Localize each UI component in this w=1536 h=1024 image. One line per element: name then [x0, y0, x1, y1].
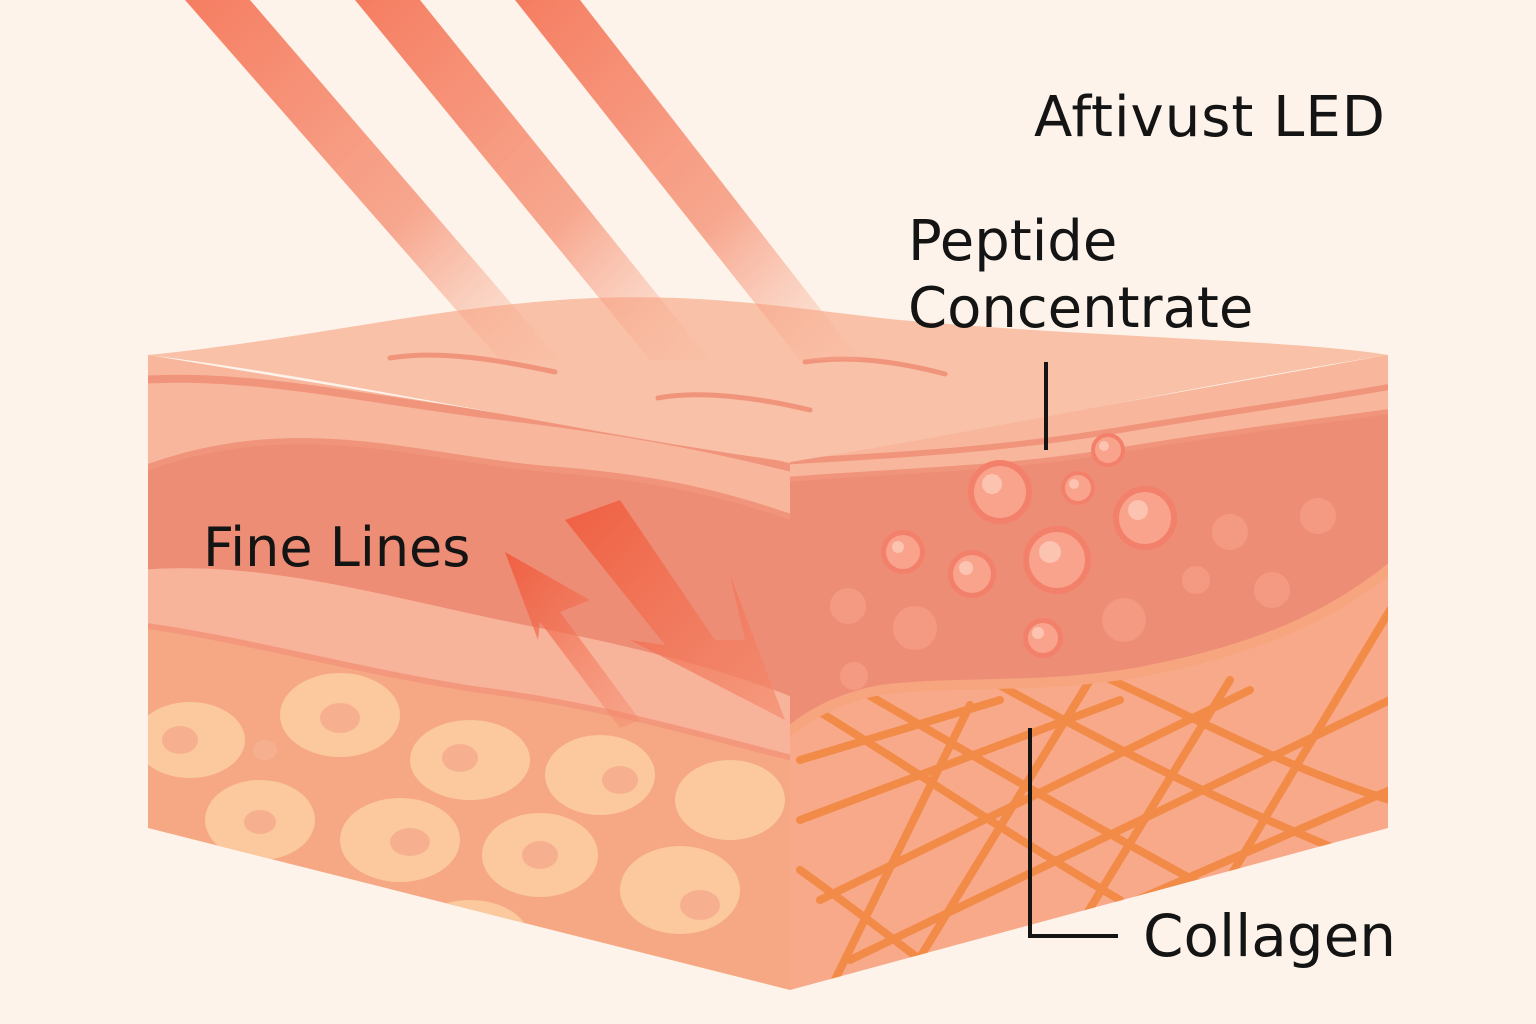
fine-lines-arrows — [505, 500, 785, 728]
led-light-beams — [185, 0, 860, 360]
collagen-leader-line — [1028, 728, 1118, 938]
product-title: Aftivust LED — [1034, 85, 1386, 150]
skin-wrinkles — [387, 352, 948, 413]
peptide-label-line1: Peptide — [908, 209, 1118, 274]
collagen-label: Collagen — [1143, 902, 1397, 970]
peptide-bubbles — [830, 433, 1336, 690]
peptide-label-line2: Concentrate — [908, 276, 1254, 342]
fine-lines-label: Fine Lines — [203, 516, 471, 579]
peptide-concentrate-label: Peptide Concentrate — [908, 208, 1253, 342]
top-face — [148, 297, 1388, 462]
